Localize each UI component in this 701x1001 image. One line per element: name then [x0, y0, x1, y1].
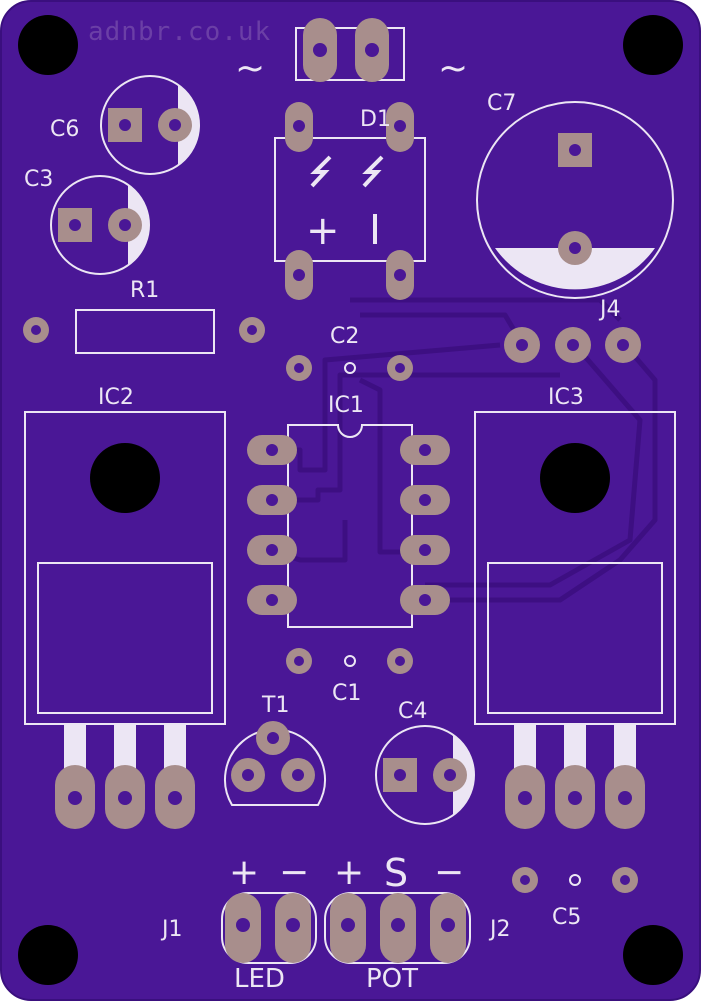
- ac-symbol-left: ~: [235, 48, 265, 89]
- transistor-t1: [224, 721, 326, 806]
- label-r1: R1: [130, 278, 159, 303]
- j2-signal-symbol: S: [384, 851, 408, 895]
- label-c6: C6: [50, 117, 79, 142]
- label-c5: C5: [552, 905, 581, 930]
- label-c7: C7: [487, 91, 516, 116]
- label-c2: C2: [330, 324, 359, 349]
- capacitor-c1: [286, 648, 413, 674]
- j1-minus-symbol: −: [279, 852, 309, 893]
- mounting-holes: [18, 15, 683, 985]
- label-j4: J4: [598, 297, 621, 322]
- connector-j4: [504, 327, 641, 363]
- j2-minus-symbol: −: [434, 852, 464, 893]
- label-ic1: IC1: [328, 393, 364, 418]
- label-t1: T1: [261, 693, 289, 718]
- ic2-regulator: [24, 411, 226, 829]
- label-led: LED: [234, 964, 285, 994]
- label-d1: D1: [360, 107, 391, 132]
- label-c3: C3: [24, 167, 53, 192]
- label-c1: C1: [332, 681, 361, 706]
- watermark-text: adnbr.co.uk: [88, 17, 271, 47]
- label-j1: J1: [160, 917, 183, 942]
- j2-plus-symbol: +: [334, 852, 364, 893]
- connector-j2-pot: [324, 892, 471, 964]
- label-j2: J2: [488, 917, 511, 942]
- label-ic3: IC3: [548, 385, 584, 410]
- ic3-regulator: [474, 411, 676, 829]
- ac-symbol-right: ~: [438, 48, 468, 89]
- label-c4: C4: [398, 699, 427, 724]
- capacitor-c4: [375, 725, 475, 825]
- label-ic2: IC2: [98, 385, 134, 410]
- capacitor-c7: [476, 101, 674, 299]
- capacitor-c3: [50, 175, 150, 275]
- resistor-r1: [23, 309, 265, 354]
- bridge-plus-sign: +: [306, 208, 340, 254]
- ic1-dip8: [247, 424, 450, 628]
- capacitor-c5: [512, 867, 638, 893]
- capacitor-c6: [100, 75, 200, 175]
- bridge-rectifier-d1: +: [274, 102, 426, 300]
- label-pot: POT: [366, 964, 418, 994]
- connector-j1-led: [221, 892, 317, 964]
- capacitor-c2: [286, 355, 413, 381]
- j1-plus-symbol: +: [229, 852, 259, 893]
